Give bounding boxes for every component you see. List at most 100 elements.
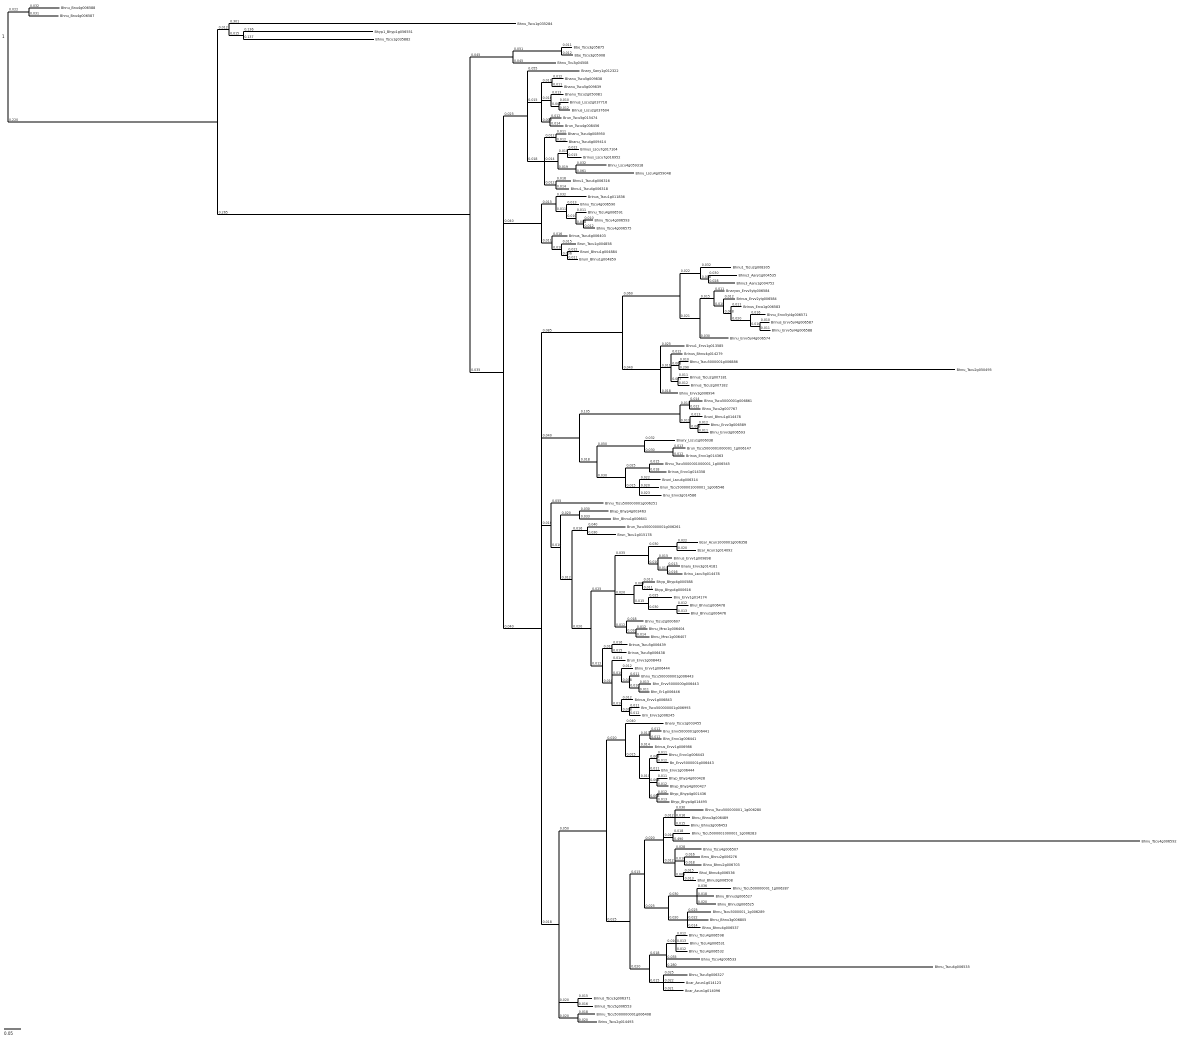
tip-label: Bbe_Tscu3g05875 bbox=[574, 46, 605, 50]
branch-length-label: 0.012 bbox=[699, 420, 708, 424]
branch-length-label: 0.013 bbox=[691, 413, 700, 417]
tree-labels: 0.0220.032Bhnu_Bnu4g0065880.031Bhnu_Bnu4… bbox=[9, 4, 1177, 1024]
branch-length-label: 0.010 bbox=[751, 322, 760, 326]
tip-label: Brinus_Erco1g006583 bbox=[743, 305, 780, 309]
branch-length-label: 0.006 bbox=[563, 251, 572, 255]
tip-label: Bhanu_Tscu2g050081 bbox=[565, 93, 602, 97]
tip-label: Bhnu1_Tscu4g006318 bbox=[571, 187, 608, 191]
branch-length-label: 0.014 bbox=[613, 656, 622, 660]
branch-length-label: 0.137 bbox=[244, 35, 253, 39]
branch-length-label: 0.018 bbox=[579, 1010, 588, 1014]
branch-length-label: 0.018 bbox=[581, 458, 590, 462]
branch-length-label: 0.018 bbox=[627, 617, 636, 621]
branch-length-label: 0.025 bbox=[646, 904, 655, 908]
branch-length-label: 0.018 bbox=[543, 920, 552, 924]
branch-length-label: 0.030 bbox=[646, 448, 655, 452]
branch-length-label: 0.012 bbox=[219, 25, 228, 29]
tip-label: Brnu_Bhnu2g006276 bbox=[701, 855, 737, 859]
branch-length-label: 0.015 bbox=[230, 31, 239, 35]
branch-length-label: 0.016 bbox=[557, 177, 566, 181]
branch-length-label: 0.020 bbox=[678, 546, 687, 550]
branch-length-label: 0.025 bbox=[504, 112, 513, 116]
scale-bar: 0.05 bbox=[4, 1028, 21, 1036]
branch-length-label: 0.013 bbox=[567, 200, 576, 204]
branch-length-label: 0.022 bbox=[688, 916, 697, 920]
branch-length-label: 0.010 bbox=[604, 679, 613, 683]
tip-label: Bhnu_Bnu4g006587 bbox=[60, 14, 94, 18]
branch-length-label: 0.015 bbox=[635, 599, 644, 603]
tip-label: Brinus_Lscu2g037716 bbox=[570, 101, 607, 105]
tip-label: Bhnu_Tscu5000001000001_1g006545 bbox=[665, 462, 730, 466]
branch-length-label: 0.015 bbox=[579, 994, 588, 998]
branch-length-label: 0.011 bbox=[658, 751, 667, 755]
branch-length-label: 0.022 bbox=[678, 538, 687, 542]
branch-length-label: 0.013 bbox=[552, 90, 561, 94]
tip-label: Bhul_Bhnu1g006478 bbox=[690, 604, 725, 608]
tip-label: Bruni_Bhnu1g014478 bbox=[704, 415, 741, 419]
branch-length-label: 0.015 bbox=[650, 460, 659, 464]
branch-length-label: 0.012 bbox=[623, 696, 632, 700]
branch-length-label: 0.010 bbox=[552, 543, 561, 547]
tip-label: Brun_Tscu1g015178 bbox=[617, 533, 651, 537]
branch-length-label: 0.012 bbox=[545, 133, 554, 137]
branch-length-label: 0.011 bbox=[658, 774, 667, 778]
branch-length-label: 0.011 bbox=[761, 326, 770, 330]
branch-length-label: 0.025 bbox=[607, 917, 616, 921]
root-support-label: 1 bbox=[2, 34, 5, 39]
branch-length-label: 0.007 bbox=[672, 377, 681, 381]
tip-label: Bhanu_Tscu4g009414 bbox=[569, 140, 606, 144]
tip-label: Bnaryov_Ervv5ylg006584 bbox=[726, 289, 769, 293]
tip-label: Bn_Ervv5000001g006443 bbox=[670, 761, 714, 765]
tip-label: Bnalu_Ervv3g014181 bbox=[681, 564, 717, 568]
tip-label: Bhn_Er1g006446 bbox=[651, 690, 680, 694]
branch-length-label: 0.009 bbox=[676, 872, 685, 876]
branch-length-label: 0.020 bbox=[560, 1014, 569, 1018]
branch-length-label: 0.023 bbox=[641, 491, 650, 495]
tip-label: Bcar_Acun1g014092 bbox=[697, 549, 732, 553]
branch-length-label: 0.022 bbox=[681, 269, 690, 273]
tip-label: Bhnu_Tscu5g006327 bbox=[689, 973, 724, 977]
branch-length-label: 0.010 bbox=[613, 701, 622, 705]
branch-length-label: 0.021 bbox=[665, 986, 674, 990]
branch-length-label: 0.011 bbox=[732, 302, 741, 306]
branch-length-label: 0.012 bbox=[677, 947, 686, 951]
branch-length-label: 0.016 bbox=[579, 1002, 588, 1006]
branch-length-label: 0.014 bbox=[557, 185, 566, 189]
branch-length-label: 0.060 bbox=[624, 292, 633, 296]
branch-length-label: 0.008 bbox=[672, 361, 681, 365]
branch-length-label: 0.010 bbox=[604, 644, 613, 648]
tip-label: Brun_Tscu5000001000001_1g006147 bbox=[687, 446, 751, 450]
branch-length-label: 0.015 bbox=[676, 821, 685, 825]
branch-length-label: 0.012 bbox=[674, 452, 683, 456]
branch-length-label: 0.012 bbox=[557, 137, 566, 141]
tip-label: Bhnu_Bhnu4g006537 bbox=[702, 926, 739, 930]
branch-length-label: 0.011 bbox=[662, 363, 671, 367]
branch-length-label: 0.022 bbox=[665, 978, 674, 982]
tip-label: Brinus_Lscu7g017104 bbox=[580, 148, 617, 152]
tip-label: Bhanu_Tscu4g008950 bbox=[568, 132, 605, 136]
tip-label: Brinus_Lscu7g016952 bbox=[583, 156, 620, 160]
branch-length-label: 0.010 bbox=[680, 358, 689, 362]
tip-label: Bhnu_Tscu4g006531 bbox=[690, 942, 725, 946]
branch-length-label: 0.011 bbox=[679, 373, 688, 377]
branch-length-label: 0.010 bbox=[613, 671, 622, 675]
tip-label: Bhnu_Tscu500000001_1g006287 bbox=[733, 887, 789, 891]
branch-length-label: 0.012 bbox=[630, 711, 639, 715]
branch-length-label: 0.016 bbox=[686, 853, 695, 857]
tip-label: Brun_Tscu1g004858 bbox=[577, 242, 611, 246]
tip-label: Bhnu_Tscu2g000607 bbox=[645, 619, 680, 623]
tip-label: Brn_Ervv1g006245 bbox=[642, 714, 674, 718]
branch-length-label: 0.009 bbox=[635, 582, 644, 586]
tip-label: Bhyp_Bhyp4g000427 bbox=[670, 784, 706, 788]
branch-length-label: 0.030 bbox=[649, 605, 658, 609]
tip-label: Bhn_Ervv1g006444 bbox=[661, 769, 694, 773]
branch-length-label: 0.032 bbox=[646, 436, 655, 440]
branch-length-label: 0.012 bbox=[585, 224, 594, 228]
tip-label: Bhnu_Tscu4g006590 bbox=[580, 203, 615, 207]
branch-length-label: 0.280 bbox=[667, 963, 676, 967]
tip-label: Brinus_Lscu2g037604 bbox=[572, 108, 609, 112]
tip-label: Brinus_Tscu3g006371 bbox=[594, 997, 631, 1001]
tip-label: Brun_Tscu5000000001g006261 bbox=[627, 525, 681, 529]
branch-length-label: 0.032 bbox=[702, 263, 711, 267]
branch-length-label: 0.035 bbox=[471, 368, 480, 372]
